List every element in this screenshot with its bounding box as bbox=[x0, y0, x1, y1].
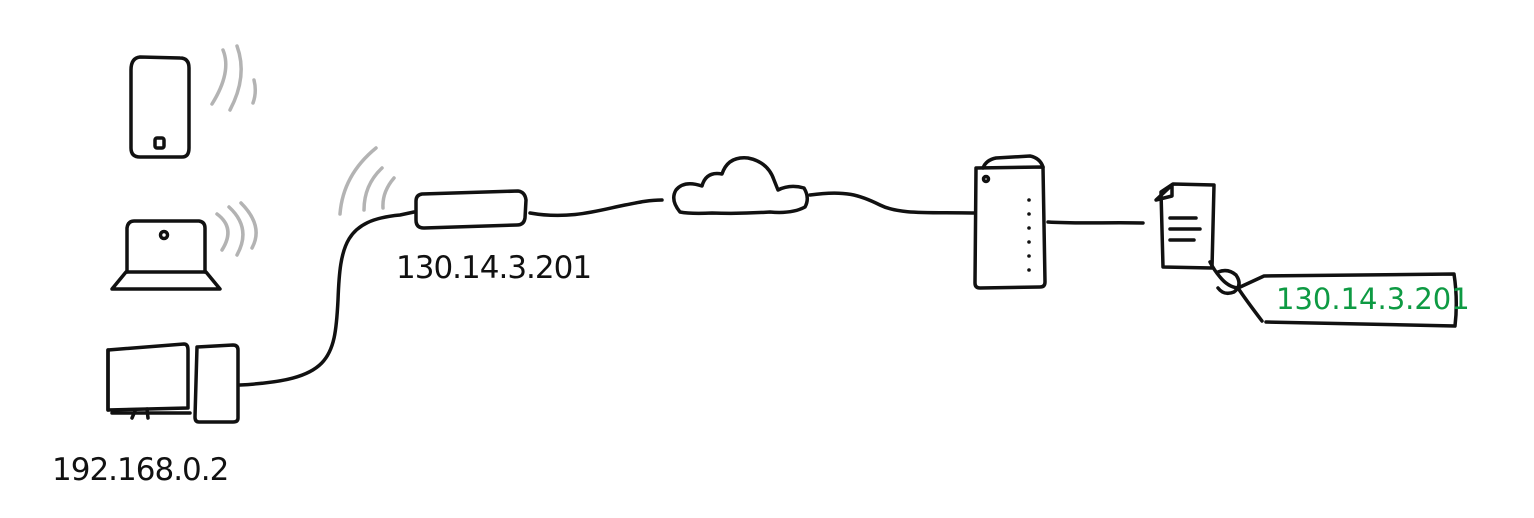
smartphone-wifi-waves-icon bbox=[210, 44, 258, 112]
cable-server-document bbox=[1046, 220, 1145, 225]
cable-router-cloud bbox=[528, 198, 664, 218]
document-icon bbox=[1154, 182, 1216, 270]
cable-desktop-router bbox=[238, 210, 416, 387]
desktop-computer-icon bbox=[106, 342, 240, 424]
tag-ip-label: 130.14.3.201 bbox=[1276, 282, 1470, 316]
smartphone-icon bbox=[129, 55, 191, 159]
laptop-wifi-waves-icon bbox=[215, 201, 258, 257]
desktop-ip-label: 192.168.0.2 bbox=[52, 452, 229, 488]
cloud-icon bbox=[672, 156, 809, 216]
laptop-icon bbox=[110, 219, 222, 291]
cable-cloud-server bbox=[808, 191, 977, 215]
server-icon bbox=[973, 154, 1047, 290]
router-icon bbox=[414, 189, 528, 230]
tag-icon bbox=[1208, 260, 1459, 328]
router-ip-label: 130.14.3.201 bbox=[396, 250, 592, 286]
router-wifi-waves-icon bbox=[338, 146, 396, 216]
